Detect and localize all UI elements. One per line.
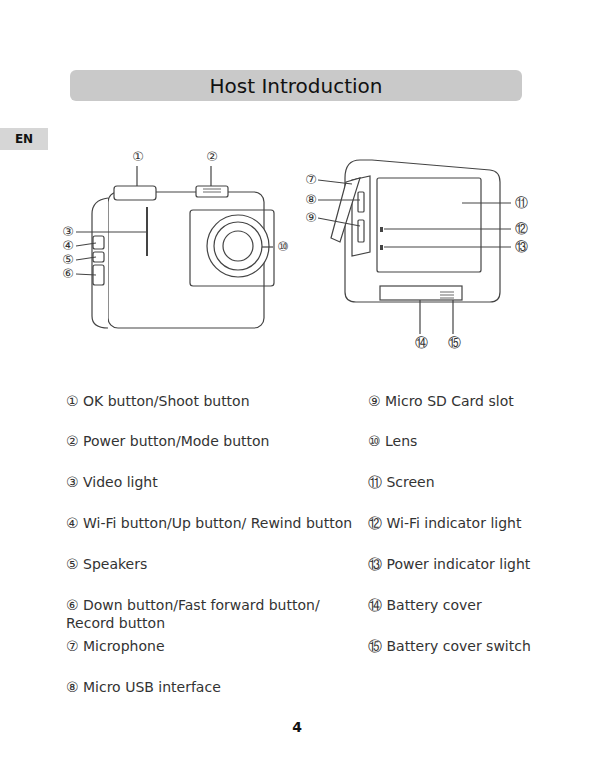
callout-number: ⑩: [276, 240, 290, 254]
callout-number: ④: [61, 239, 75, 253]
part-description: ⑮ Battery cover switch: [368, 637, 583, 655]
part-description: ⑩ Lens: [368, 432, 583, 450]
part-description: ⑫ Wi-Fi indicator light: [368, 514, 583, 532]
callout-number: ③: [61, 225, 75, 239]
back-view: [318, 160, 511, 334]
part-description: ⑪ Screen: [368, 473, 583, 491]
callout-number: ⑫: [514, 222, 529, 236]
callout-number: ⑭: [414, 336, 429, 350]
callout-number: ⑤: [61, 253, 75, 267]
part-description: ⑦ Microphone: [66, 637, 356, 655]
callout-number: ⑮: [447, 336, 462, 350]
part-description: ① OK button/Shoot button: [66, 392, 356, 410]
part-description: ⑤ Speakers: [66, 555, 356, 573]
callout-number: ⑥: [61, 267, 75, 281]
callout-number: ⑧: [304, 193, 318, 207]
part-description: ⑬ Power indicator light: [368, 555, 583, 573]
page-number: 4: [291, 719, 303, 735]
callout-number: ②: [205, 150, 219, 164]
part-description: ⑧ Micro USB interface: [66, 678, 356, 696]
part-description: ⑭ Battery cover: [368, 596, 583, 614]
front-view: [76, 166, 274, 328]
part-description: ⑨ Micro SD Card slot: [368, 392, 583, 410]
page-title: Host Introduction: [70, 70, 522, 101]
callout-number: ⑦: [304, 173, 318, 187]
tab-label: EN: [15, 132, 33, 146]
callout-number: ⑪: [514, 196, 529, 210]
callout-number: ⑨: [304, 211, 318, 225]
part-description: ② Power button/Mode button: [66, 432, 356, 450]
language-tab: EN: [0, 128, 48, 150]
part-description: ④ Wi-Fi button/Up button/ Rewind button: [66, 514, 356, 532]
part-description: ⑥ Down button/Fast forward button/ Recor…: [66, 596, 356, 632]
part-description: ③ Video light: [66, 473, 356, 491]
callout-number: ⑬: [514, 240, 529, 254]
callout-number: ①: [131, 150, 145, 164]
